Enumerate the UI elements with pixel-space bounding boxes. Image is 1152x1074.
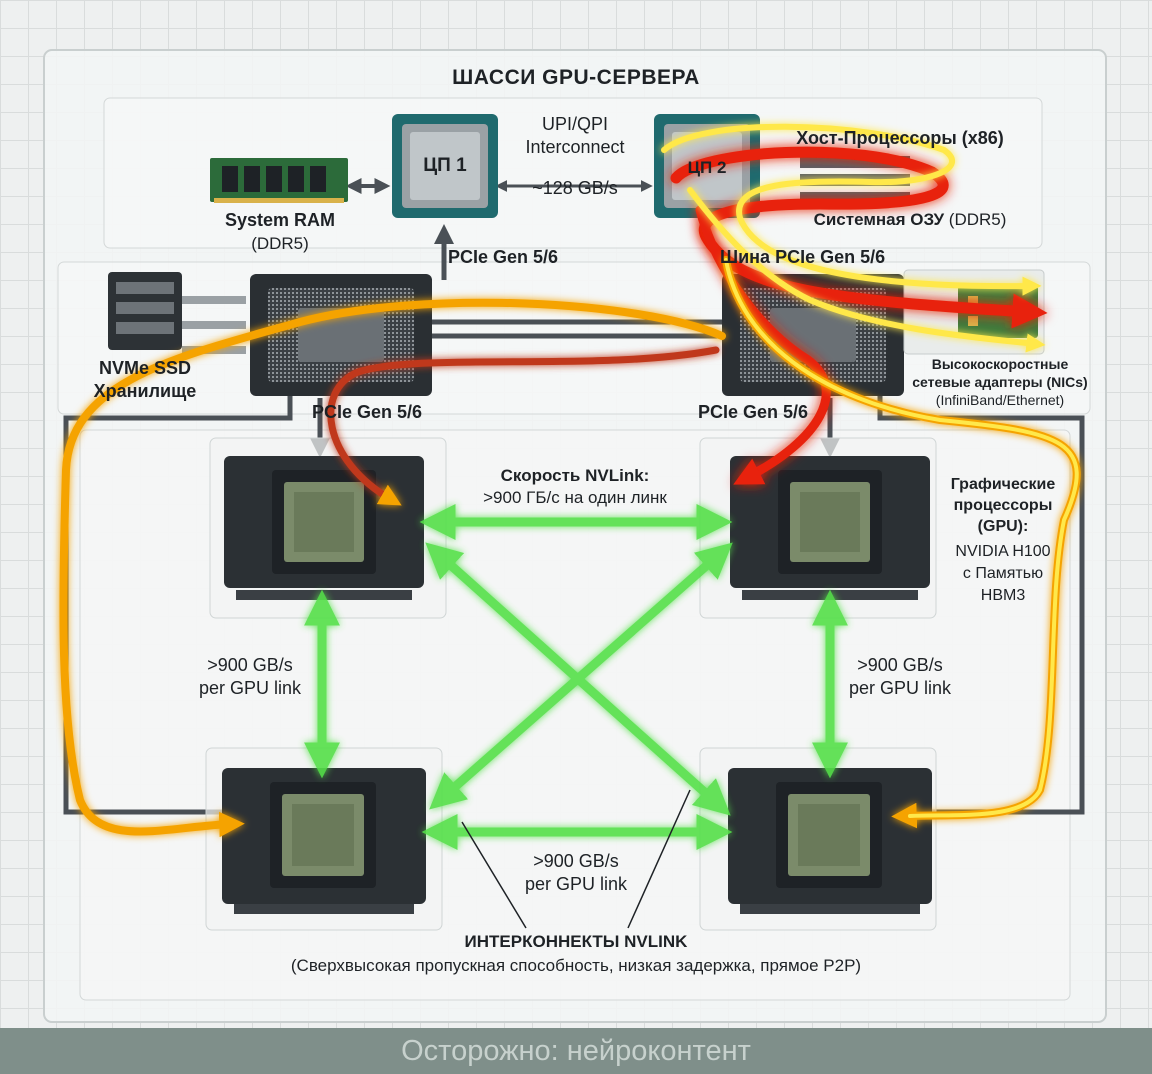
chassis-title: ШАССИ GPU-СЕРВЕРА [452, 66, 700, 89]
link-bottom-line2: per GPU link [524, 874, 628, 894]
watermark-banner: Осторожно: нейроконтент [0, 1028, 1152, 1074]
interconnect-line1: UPI/QPI [541, 114, 608, 134]
nvme-line1: NVMe SSD [98, 358, 192, 378]
nvlink-connections [304, 504, 848, 850]
cpu1-label: ЦП 1 [423, 155, 467, 176]
gpu-info-line1: Графические [950, 476, 1056, 493]
nvlink-callout-lines [461, 789, 691, 929]
link-right-line1: >900 GB/s [857, 655, 943, 675]
path-orange-left [59, 298, 726, 838]
path-yellow-upper [661, 123, 1042, 296]
link-left-line1: >900 GB/s [207, 655, 293, 675]
nvlink-speed-title: Скорость NVLink: [500, 466, 650, 485]
gpu-card-bottom-right [699, 747, 937, 931]
path-yellow-right-inner [724, 258, 1079, 818]
path-yellow-lower [687, 187, 1046, 353]
pcie-mid-right-label: PCIe Gen 5/6 [698, 402, 809, 422]
pcie-top-right-label: Шина PCIe Gen 5/6 [720, 247, 920, 268]
gpu-info-line3: (GPU): [977, 518, 1029, 535]
system-ram-ru-label: Системная ОЗУ [813, 210, 945, 229]
gpu-info-line2: процессоры [953, 497, 1053, 514]
interconnect-line2: Interconnect [525, 137, 625, 157]
gpu-info-line4: NVIDIA H100 [955, 543, 1051, 560]
system-ram-ru-suffix: (DDR5) [948, 210, 1007, 229]
pcie-switch-right [722, 274, 904, 396]
pcie-top-right-value: PCIe Gen 5/6 [775, 247, 886, 267]
pcie-top-left-label: PCIe Gen 5/6 [448, 247, 559, 267]
ram-subtitle: (DDR5) [251, 234, 309, 253]
nvlink-footer-subtitle: (Сверхвысокая пропускная способность, ни… [290, 956, 862, 975]
watermark-text: Осторожно: нейроконтент [401, 1034, 751, 1067]
gpu-card-bottom-left [205, 747, 443, 931]
pcie-bus-lines [63, 178, 1085, 815]
link-right-line2: per GPU link [848, 678, 952, 698]
pcie-top-right-prefix: Шина [720, 247, 771, 267]
system-ram-ru: Системная ОЗУ (DDR5) [790, 210, 1030, 230]
gpu-card-top-right [699, 437, 937, 619]
interconnect-speed: ~128 GB/s [532, 178, 618, 198]
nvlink-diag-2 [429, 542, 733, 810]
pcie-switch-left [250, 274, 432, 396]
ram-title: System RAM [224, 210, 336, 230]
nics-line1: Высокоскоростные [931, 356, 1069, 372]
pcie-mid-left-label: PCIe Gen 5/6 [312, 402, 423, 422]
nvlink-footer-title: ИНТЕРКОННЕКТЫ NVLINK [464, 932, 688, 951]
gpu-info-line5: с Памятью [962, 565, 1044, 582]
path-darkred-left [327, 346, 720, 506]
link-bottom-line1: >900 GB/s [533, 851, 619, 871]
nvme-ssd-icon [108, 272, 182, 350]
nics-line3: (InfiniBand/Ethernet) [935, 392, 1065, 408]
cpu1-chip [392, 114, 498, 218]
cpu2-label: ЦП 2 [687, 158, 727, 177]
nvlink-speed-value: >900 ГБ/с на один линк [483, 488, 667, 507]
ram-module-icon [210, 158, 348, 203]
host-cpus-label: Хост-Процессоры (x86) [796, 128, 1004, 148]
highlight-paths [59, 123, 1081, 838]
nics-line2: сетевые адаптеры (NICs) [912, 374, 1088, 390]
link-left-line2: per GPU link [198, 678, 302, 698]
path-red-down [695, 205, 831, 485]
nvme-line2: Хранилище [93, 381, 197, 401]
gpu-card-top-left [209, 437, 447, 619]
top-cpu-panel [103, 97, 1043, 249]
gpu-info-line6: HBM3 [980, 587, 1026, 604]
